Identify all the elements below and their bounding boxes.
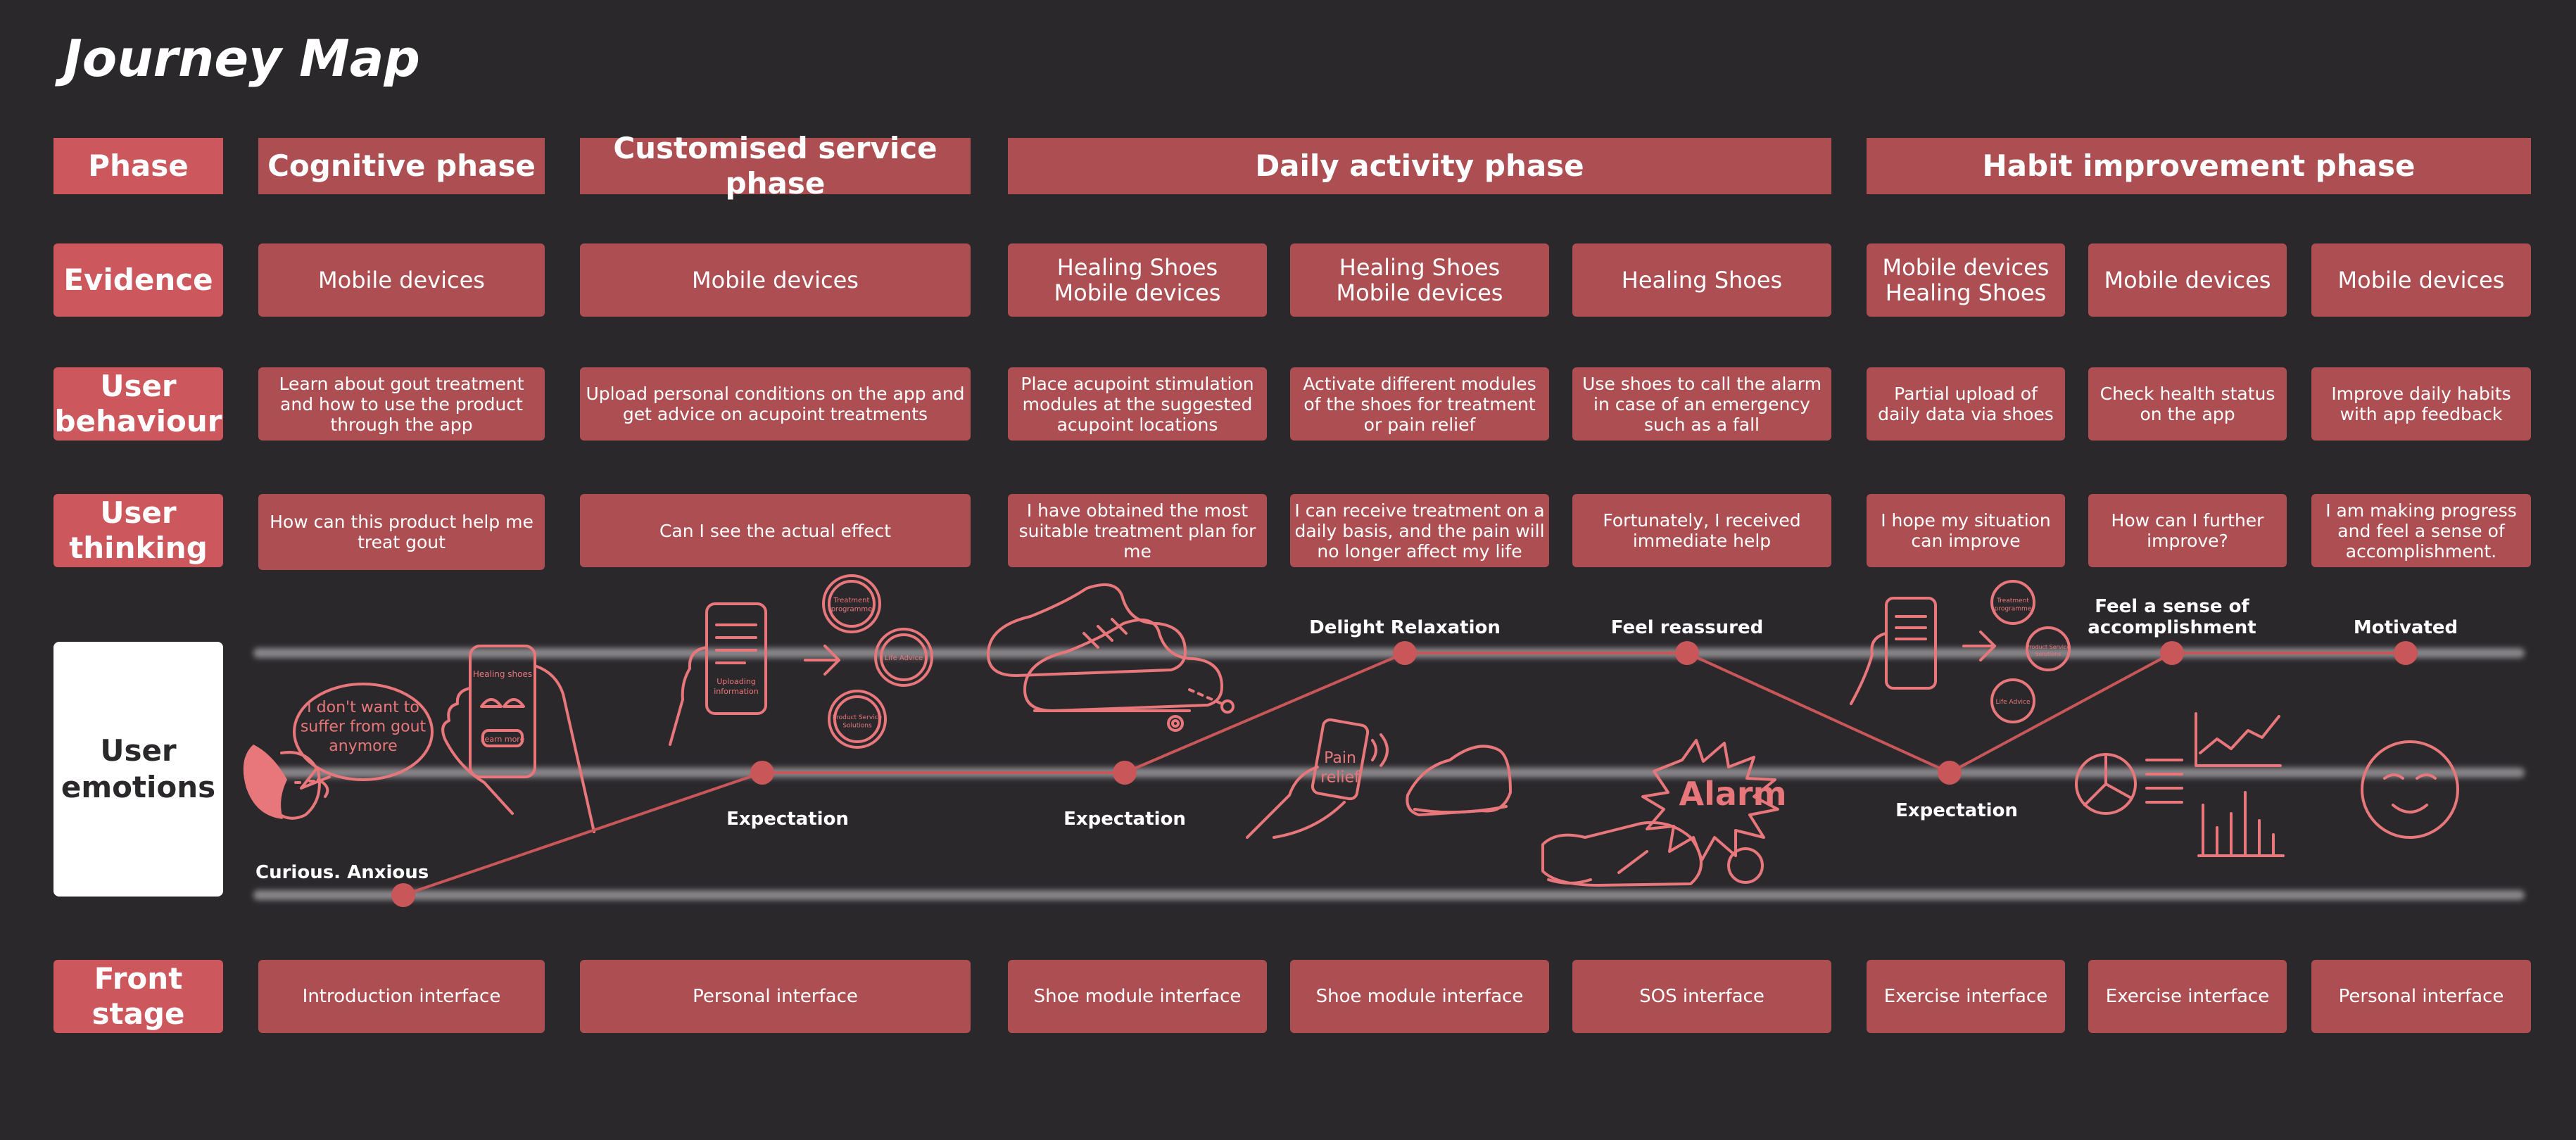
emotion-label: Curious. Anxious [255, 862, 429, 883]
hand-phone-illustration: Healing shoes Learn more [443, 646, 594, 832]
emotion-point [750, 761, 774, 785]
data-charts-illustration [2076, 714, 2283, 856]
alarm-text: Alarm [1679, 775, 1786, 813]
emotion-point [391, 883, 415, 907]
emotion-point [1938, 761, 1962, 785]
emotion-point [1393, 641, 1417, 665]
phone-screen-button-text: Learn more [481, 735, 525, 744]
emotion-point [1675, 641, 1699, 665]
alarm-fall-illustration: Alarm [1543, 740, 1787, 885]
emotion-label: Expectation [1063, 809, 1186, 830]
emotion-curve: Curious. Anxious Expectation Expectation De… [255, 596, 2458, 907]
emotion-label: Delight Relaxation [1309, 617, 1501, 638]
emotion-point [2160, 641, 2184, 665]
emotion-point [2394, 641, 2418, 665]
smiling-face-illustration [2362, 742, 2458, 837]
phone-screen-title: Healing shoes [473, 669, 532, 679]
bubble-life-advice-text: Life Advice [885, 654, 923, 662]
emotion-label: Expectation [726, 809, 849, 830]
emotion-label: Expectation [1895, 800, 2018, 821]
habit-bubble-life-advice-text: Life Advice [1995, 699, 2031, 706]
emotion-point [1113, 761, 1137, 785]
emotion-label: Feel reassured [1611, 617, 1763, 638]
emotion-label: Motivated [2354, 617, 2458, 638]
